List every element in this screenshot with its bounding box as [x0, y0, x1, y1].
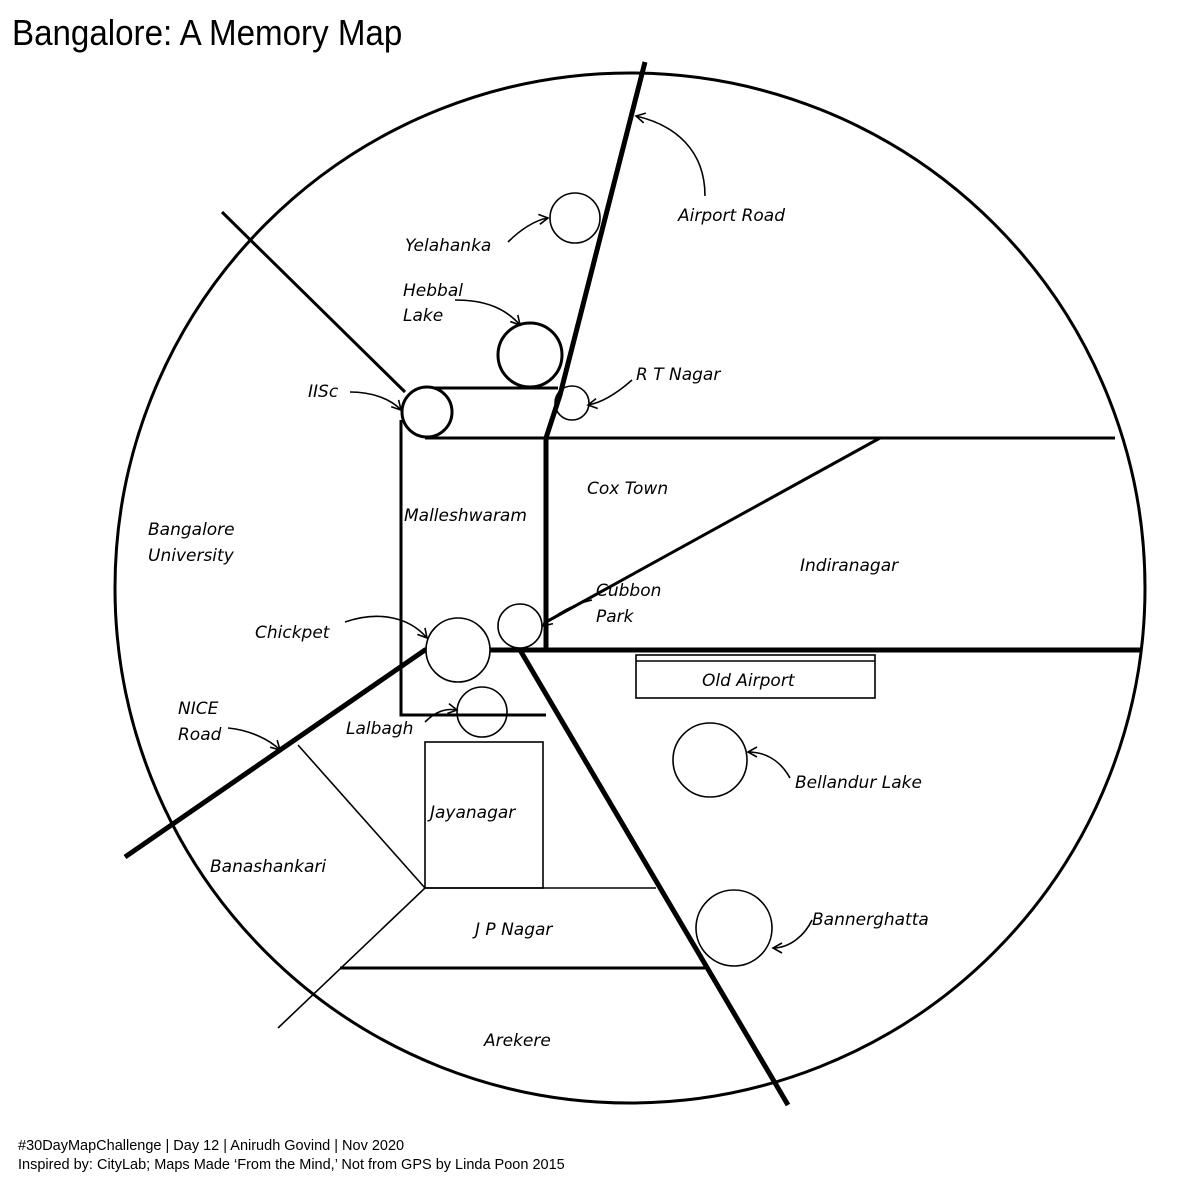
- boundary-arekere-west: [277, 887, 426, 1029]
- label-indiranagar: Indiranagar: [800, 556, 899, 576]
- arrow-airport-road: [634, 112, 706, 197]
- arrow-lalbagh: [424, 702, 459, 723]
- chickpet-marker: [425, 617, 491, 683]
- nice-road: [123, 647, 430, 860]
- label-iisc: IISc: [308, 382, 339, 402]
- label-malleshwaram: Malleshwaram: [404, 506, 527, 526]
- label-nice-road-1: NICE: [178, 699, 219, 719]
- old-airport-block: [635, 654, 876, 699]
- label-cubbon-park-1: Cubbon: [596, 581, 661, 601]
- label-arekere: Arekere: [483, 1031, 551, 1051]
- label-banashankari: Banashankari: [210, 857, 326, 877]
- label-bangalore-university-2: University: [148, 546, 235, 566]
- boundary-cox-indiranagar: [545, 436, 881, 624]
- credits: #30DayMapChallenge | Day 12 | Anirudh Go…: [18, 1137, 565, 1175]
- label-old-airport: Old Airport: [702, 671, 796, 691]
- bellandur-lake-marker: [672, 722, 748, 798]
- label-yelahanka: Yelahanka: [405, 236, 491, 256]
- map-title: Bangalore: A Memory Map: [12, 12, 403, 53]
- arrow-nice-road: [227, 727, 282, 752]
- airport-road: [543, 61, 648, 650]
- arrow-bellandur: [746, 746, 791, 779]
- label-nice-road-2: Road: [178, 725, 222, 745]
- arrow-bannerghatta: [771, 919, 813, 954]
- main-road-south-east: [517, 648, 791, 1107]
- label-cubbon-park-2: Park: [596, 607, 635, 627]
- label-bellandur-lake: Bellandur Lake: [795, 773, 922, 793]
- label-chickpet: Chickpet: [255, 623, 331, 643]
- bannerghatta-marker: [695, 889, 773, 967]
- label-bangalore-university-1: Bangalore: [148, 520, 235, 540]
- lalbagh-marker: [456, 686, 508, 738]
- label-lalbagh: Lalbagh: [346, 719, 413, 739]
- credits-line-1: #30DayMapChallenge | Day 12 | Anirudh Go…: [18, 1138, 405, 1154]
- rt-nagar-marker: [554, 385, 590, 421]
- label-jp-nagar: J P Nagar: [472, 920, 553, 940]
- iisc-marker: [400, 385, 454, 439]
- boundary-banashankari: [297, 744, 426, 889]
- cubbon-park-marker: [497, 603, 543, 649]
- arrow-hebbal: [454, 299, 522, 327]
- hebbal-lake-marker: [496, 321, 564, 389]
- city-boundary: [113, 71, 1147, 1105]
- arrow-rt-nagar: [586, 379, 633, 410]
- credits-line-2: Inspired by: CityLab; Maps Made ‘From th…: [18, 1157, 565, 1173]
- label-cox-town: Cox Town: [587, 479, 668, 499]
- arrow-chickpet: [344, 615, 429, 640]
- arrow-cubbon: [541, 599, 593, 628]
- label-hebbal-lake-1: Hebbal: [403, 281, 463, 301]
- arrow-yelahanka: [507, 213, 550, 243]
- label-rt-nagar: R T Nagar: [636, 365, 721, 385]
- label-airport-road: Airport Road: [677, 206, 785, 226]
- malleshwaram-box: [399, 420, 546, 717]
- arrow-iisc: [349, 391, 403, 412]
- label-jayanagar: Jayanagar: [427, 803, 516, 823]
- label-bannerghatta: Bannerghatta: [812, 910, 929, 930]
- label-hebbal-lake-2: Lake: [403, 306, 443, 326]
- yelahanka-marker: [549, 192, 601, 244]
- boundary-north-west: [220, 210, 407, 394]
